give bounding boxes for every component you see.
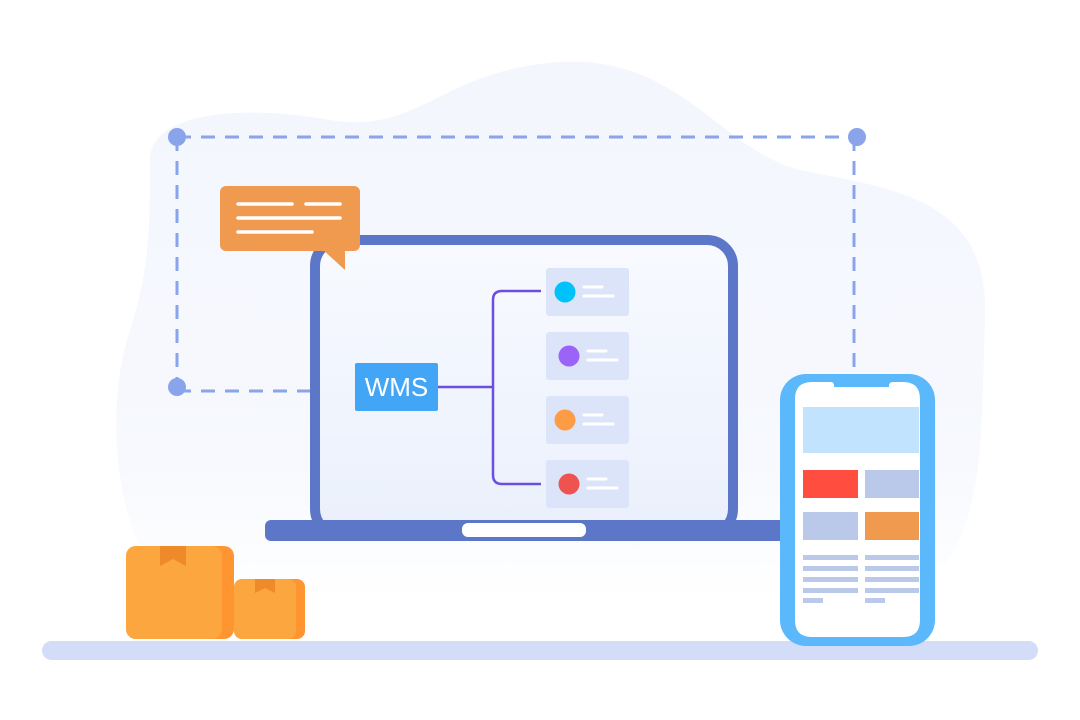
dashed-frame <box>175 135 857 393</box>
wms-label: WMS <box>365 372 429 402</box>
frame-handle <box>848 128 866 146</box>
node-card <box>546 332 629 380</box>
node-card <box>546 268 629 316</box>
card-background <box>546 460 629 508</box>
node-dot-icon <box>554 409 576 431</box>
node-cards <box>546 268 629 508</box>
smartphone <box>780 374 935 646</box>
laptop <box>265 235 785 541</box>
tree-connectors <box>437 289 541 486</box>
node-dot-icon <box>554 281 576 303</box>
card-background <box>546 396 629 444</box>
ground <box>42 641 1038 660</box>
package-boxes-icon <box>126 546 305 639</box>
node-card <box>546 460 629 508</box>
laptop-notch <box>462 523 586 537</box>
node-card <box>546 396 629 444</box>
node-dot-icon <box>558 345 580 367</box>
card-background <box>546 332 629 380</box>
node-dot-icon <box>558 473 580 495</box>
chat-bubble-icon <box>220 186 360 270</box>
frame-handle <box>168 378 186 396</box>
card-background <box>546 268 629 316</box>
frame-handle <box>168 128 186 146</box>
wms-node: WMS <box>355 363 438 411</box>
